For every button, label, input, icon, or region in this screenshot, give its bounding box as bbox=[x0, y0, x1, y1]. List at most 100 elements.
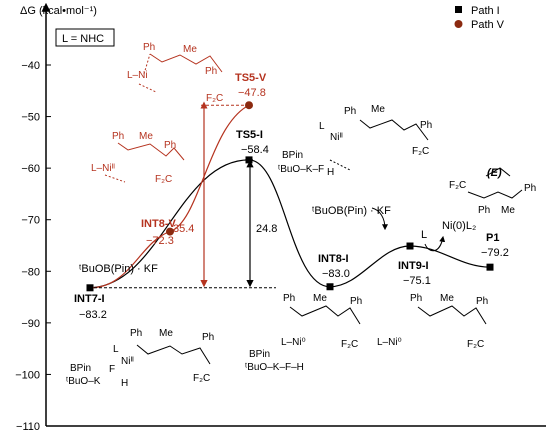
int8-i-lni: L–Ni⁰ bbox=[281, 337, 306, 348]
ligand-in-label: L bbox=[421, 229, 427, 241]
structure-int8-i: Ph Me Ph L–Ni⁰ BPin ᵗBuO–K–F–H F₂C bbox=[245, 293, 362, 373]
p1-ph2: Ph bbox=[478, 205, 490, 216]
path-v-marker-int8-v bbox=[166, 227, 174, 236]
y-tick-label: −100 bbox=[15, 369, 40, 381]
ts5-i-h: H bbox=[327, 167, 334, 178]
point-label-int9-i: INT9-I bbox=[398, 260, 429, 272]
path-i-marker-int7-i bbox=[86, 284, 94, 292]
ts5-i-bpin: BPin bbox=[282, 150, 303, 161]
path-i-marker-ts5-i bbox=[245, 156, 253, 164]
point-value-ts5-v: −47.8 bbox=[238, 87, 266, 99]
ts5-i-ph1: Ph bbox=[344, 106, 356, 117]
y-tick-label: −50 bbox=[21, 112, 40, 124]
ts5-v-ph1: Ph bbox=[143, 42, 155, 53]
point-value-int9-i: −75.1 bbox=[403, 275, 431, 287]
int9-i-lni: L–Ni⁰ bbox=[377, 337, 402, 348]
ts5-i-me: Me bbox=[371, 104, 385, 115]
structure-p1-bonds bbox=[467, 167, 523, 199]
path-i-marker-int8-i bbox=[326, 283, 334, 291]
int7-i-bpin: BPin bbox=[70, 363, 91, 374]
int8-i-ph1: Ph bbox=[283, 293, 295, 304]
legend-label-path-v: Path V bbox=[471, 19, 505, 31]
structure-ts5-i-bonds bbox=[359, 119, 429, 141]
point-value-ts5-i: −58.4 bbox=[241, 144, 269, 156]
int8-v-ph1: Ph bbox=[112, 131, 124, 142]
int9-i-ph2: Ph bbox=[476, 296, 488, 307]
ts5-i-tbuok: ᵗBuO–K–F bbox=[278, 164, 324, 175]
axes: ΔG (kcal•mol⁻¹) −40−50−60−70−80−90−100−1… bbox=[15, 2, 546, 433]
p1-f2c: F₂C bbox=[449, 180, 466, 191]
point-label-ts5-i: TS5-I bbox=[236, 129, 263, 141]
int8-i-f2c: F₂C bbox=[341, 339, 358, 350]
point-label-int8-v: INT8-V bbox=[141, 218, 177, 230]
ts5-i-ni: Niᴵᴵ bbox=[330, 132, 343, 143]
y-tick-label: −70 bbox=[21, 215, 40, 227]
int7-i-f: F bbox=[109, 364, 115, 375]
structure-p1: (E) F₂C Ph Ph Me bbox=[449, 167, 536, 216]
y-tick-label: −60 bbox=[21, 163, 40, 175]
int7-i-h: H bbox=[121, 378, 128, 389]
structure-ts5-v-dash bbox=[138, 53, 157, 93]
int7-i-me: Me bbox=[159, 328, 173, 339]
ts5-v-lni: L–Ni bbox=[127, 70, 148, 81]
int9-i-f2c: F₂C bbox=[467, 339, 484, 350]
data-markers bbox=[86, 101, 494, 292]
int7-i-l: L bbox=[113, 344, 119, 355]
ts5-v-f2c: F₂C bbox=[206, 93, 223, 104]
y-tick-label: −110 bbox=[16, 421, 40, 433]
point-value-int8-v: −72.3 bbox=[146, 235, 174, 247]
ts5-i-ph2: Ph bbox=[420, 120, 432, 131]
structure-int9-i-bonds bbox=[417, 305, 487, 325]
int8-v-lni: L–Niᴵᴵ bbox=[91, 163, 115, 174]
path-v-marker-ts5-v bbox=[245, 101, 253, 110]
int9-i-me: Me bbox=[440, 293, 454, 304]
point-value-int8-i: −83.0 bbox=[322, 268, 350, 280]
int9-i-ph1: Ph bbox=[410, 293, 422, 304]
structure-int8-v: Ph Me Ph L–Niᴵᴵ F₂C bbox=[91, 131, 185, 185]
point-label-int7-i: INT7-I bbox=[74, 293, 105, 305]
path-i-marker-int9-i bbox=[406, 242, 414, 250]
int7-i-tbuok: ᵗBuO–K bbox=[66, 376, 101, 387]
p1-me: Me bbox=[501, 205, 515, 216]
legend: Path I Path V bbox=[454, 5, 505, 31]
structure-ts5-v-bonds bbox=[149, 53, 223, 73]
point-label-p1: P1 bbox=[486, 232, 499, 244]
reagent-arrow-i bbox=[371, 207, 388, 231]
point-label-ts5-v: TS5-V bbox=[235, 72, 267, 84]
y-ticks: −40−50−60−70−80−90−100−110 bbox=[15, 60, 51, 433]
ts5-v-ph2: Ph bbox=[205, 66, 217, 77]
ts5-i-l: L bbox=[319, 121, 325, 132]
structure-int9-i: Ph Me Ph L–Ni⁰ F₂C bbox=[377, 293, 488, 350]
structure-int7-i-bonds bbox=[136, 344, 211, 365]
structure-int8-i-bonds bbox=[289, 305, 361, 325]
int7-i-f2c: F₂C bbox=[193, 373, 210, 384]
legend-label-path-i: Path I bbox=[471, 5, 500, 17]
point-label-int8-i: INT8-I bbox=[318, 253, 349, 265]
barrier-label-v: 35.4 bbox=[173, 223, 194, 235]
ligand-box-label: L = NHC bbox=[62, 33, 104, 45]
int7-i-ph2: Ph bbox=[202, 332, 214, 343]
ligand-box-frame bbox=[55, 28, 115, 47]
int8-v-me: Me bbox=[139, 131, 153, 142]
legend-marker-path-i bbox=[455, 6, 462, 13]
reagent-annotations: ᵗBuOB(Pin) · KF ᵗBuOB(Pin) · KF L Ni(0)L… bbox=[79, 205, 476, 275]
ts5-v-me: Me bbox=[183, 44, 197, 55]
structure-int7-i: Ph Me Ph L Niᴵᴵ BPin ᵗBuO–K F H F₂C bbox=[66, 328, 214, 389]
y-tick-label: −40 bbox=[21, 60, 40, 72]
int8-i-ph2: Ph bbox=[350, 296, 362, 307]
barrier-label-i: 24.8 bbox=[256, 223, 277, 235]
y-tick-label: −80 bbox=[21, 266, 40, 278]
point-labels: INT7-I −83.2 TS5-I −58.4 INT8-I −83.0 IN… bbox=[74, 72, 509, 321]
int8-i-bpin: BPin bbox=[249, 349, 270, 360]
int8-v-f2c: F₂C bbox=[155, 174, 172, 185]
int8-i-me: Me bbox=[313, 293, 327, 304]
ligand-out-label: Ni(0)L₂ bbox=[442, 220, 476, 232]
int7-i-ph1: Ph bbox=[130, 328, 142, 339]
barrier-guides: 35.4 24.8 bbox=[94, 101, 277, 289]
reagent-label-v: ᵗBuOB(Pin) · KF bbox=[79, 263, 158, 275]
p1-config: (E) bbox=[487, 167, 502, 179]
point-value-p1: −79.2 bbox=[481, 247, 509, 259]
reagent-label-i: ᵗBuOB(Pin) · KF bbox=[312, 205, 391, 217]
